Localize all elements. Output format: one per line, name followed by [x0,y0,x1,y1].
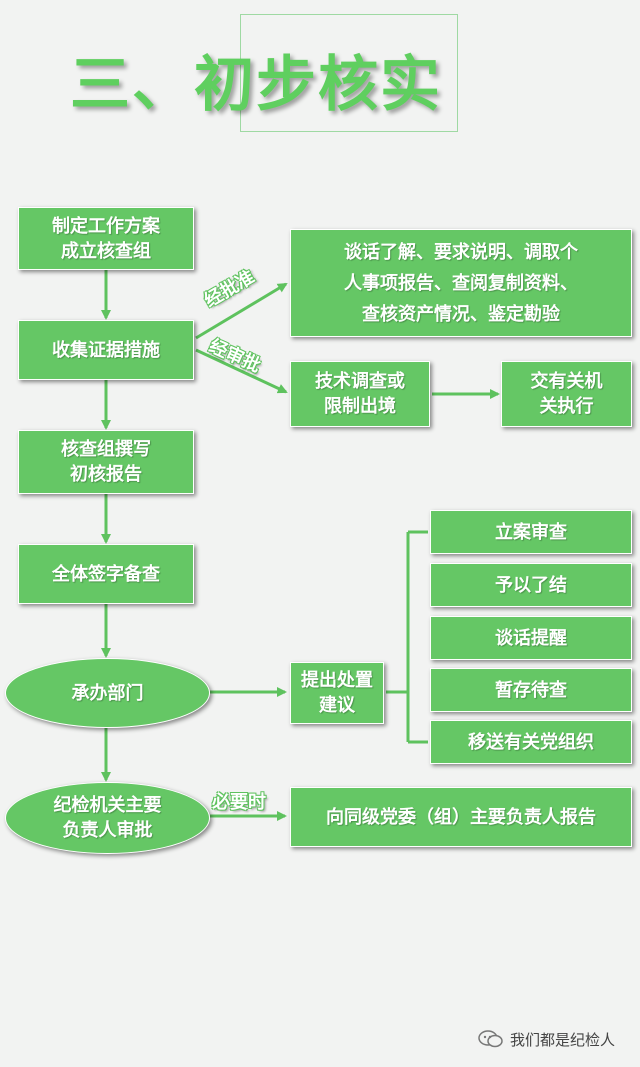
watermark-text: 我们都是纪检人 [510,1030,616,1049]
wechat-icon [478,1030,503,1048]
watermark: 我们都是纪检人 [478,1028,628,1050]
tech-investigation-box: 技术调查或 限制出境 [290,361,430,427]
undertaking-dept-ellipse: 承办部门 [5,658,210,728]
arrow-collect-to-tech [195,348,288,394]
sign-file-box: 全体签字备查 [18,544,194,604]
option-item: 予以了结 [430,563,632,607]
write-report-box: 核查组撰写 初核报告 [18,430,194,494]
option-item: 立案审查 [430,510,632,554]
make-plan-box: 制定工作方案 成立核查组 [18,207,194,270]
collect-evidence-box: 收集证据措施 [18,320,194,380]
report-committee-box: 向同级党委（组）主要负责人报告 [290,787,632,847]
option-item: 移送有关党组织 [430,720,632,764]
arrow-collect-to-talk [195,282,288,340]
title-frame [240,14,458,132]
approval-ellipse: 纪检机关主要 负责人审批 [5,782,210,854]
propose-box: 提出处置 建议 [290,662,384,724]
option-item: 暂存待查 [430,668,632,712]
page-title: 三、初步核实 [70,50,442,120]
option-item: 谈话提醒 [430,616,632,660]
hand-over-box: 交有关机 关执行 [501,361,632,427]
edge-label-necessary: 必要时 [212,792,266,813]
talk-measures-box: 谈话了解、要求说明、调取个 人事项报告、查阅复制资料、 查核资产情况、鉴定勘验 [290,229,632,337]
